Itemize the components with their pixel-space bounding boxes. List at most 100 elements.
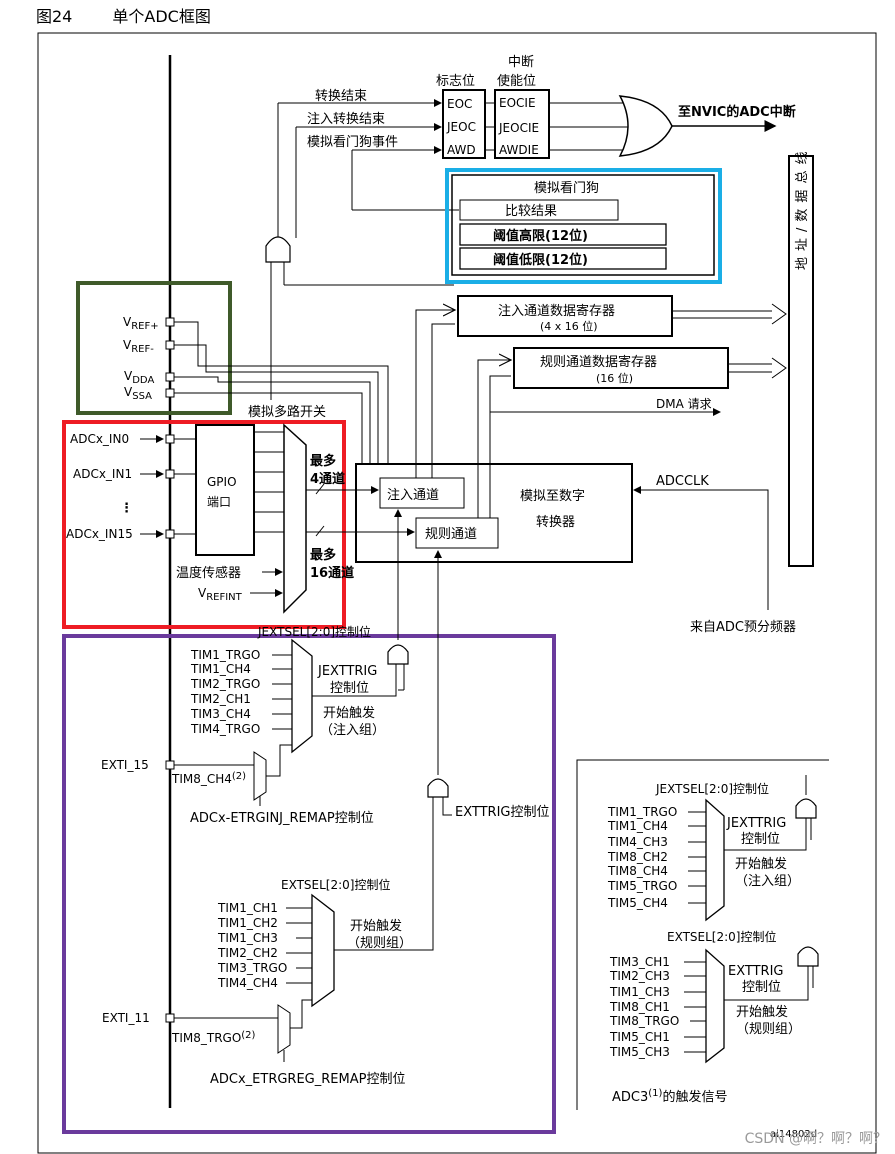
watchdog-box (451, 174, 715, 276)
flag-register-box (442, 89, 486, 159)
highlight-power-pins (76, 281, 232, 415)
exti15-label: EXTI_15 (101, 758, 149, 772)
svg-text:TIM1_CH4: TIM1_CH4 (190, 662, 251, 676)
max4-label-2: 4通道 (310, 471, 345, 487)
max16-label-2: 16通道 (310, 565, 354, 581)
exttrig-label: EXTTRIG控制位 (455, 805, 550, 820)
svg-text:TIM5_CH1: TIM5_CH1 (609, 1030, 670, 1044)
svg-text:TIM1_CH2: TIM1_CH2 (217, 916, 278, 930)
label-awd-event: 模拟看门狗事件 (307, 134, 398, 150)
compare-result-box (459, 199, 619, 221)
temp-sensor-label: 温度传感器 (176, 565, 241, 581)
svg-text:TIM5_CH3: TIM5_CH3 (609, 1045, 670, 1059)
reg-start-label-2: （规则组） (347, 936, 412, 951)
adc3-exttrig-1: EXTTRIG (728, 964, 784, 979)
svg-text:TIM2_CH3: TIM2_CH3 (609, 969, 670, 983)
svg-text:TIM1_CH3: TIM1_CH3 (217, 931, 278, 945)
pin-in0 (165, 434, 175, 444)
gpio-label-1: GPIO (207, 475, 237, 489)
reg-remap-label: ADCx_ETRGREG_REMAP控制位 (210, 1072, 405, 1087)
highlight-watchdog (445, 168, 722, 284)
svg-text:TIM4_TRGO: TIM4_TRGO (190, 722, 260, 736)
adc3-reg-start-2: （规则组） (736, 1022, 801, 1037)
threshold-low-box (459, 247, 667, 270)
highlight-triggers (62, 634, 556, 1134)
svg-text:TIM3_CH1: TIM3_CH1 (609, 955, 670, 969)
max16-label-1: 最多 (310, 547, 336, 563)
watchdog-title: 模拟看门狗 (534, 180, 599, 196)
injected-register-size: (4 x 16 位) (540, 319, 598, 333)
threshold-high-label: 阈值高限(12位) (493, 228, 588, 244)
svg-text:TIM1_CH4: TIM1_CH4 (607, 819, 668, 833)
reg-and-gate-icon (427, 778, 449, 798)
address-data-bus (788, 155, 814, 567)
injected-channel-box (379, 477, 465, 509)
svg-text:TIM4_CH4: TIM4_CH4 (217, 976, 278, 990)
interrupt-header-line2: 使能位 (497, 73, 536, 89)
adc-converter-box (355, 463, 633, 563)
converter-title-2: 转换器 (536, 515, 575, 530)
analog-mux-title: 模拟多路开关 (248, 404, 326, 420)
adc3-jexttrig-1: JEXTTRIG (726, 816, 786, 831)
reg-trigger-sources: TIM1_CH1 TIM1_CH2 TIM1_CH3 TIM2_CH2 TIM3… (217, 901, 287, 990)
svg-text:TIM1_CH1: TIM1_CH1 (217, 901, 278, 915)
int-eocie: EOCIE (499, 96, 536, 110)
pin-vref-plus (165, 317, 175, 327)
svg-text:TIM1_CH3: TIM1_CH3 (609, 985, 670, 999)
adc3-jexttrig-2: 控制位 (741, 832, 780, 847)
watermark: CSDN @啊？啊？啊？ (744, 1131, 887, 1147)
adc3-inj-start-1: 开始触发 (735, 856, 787, 872)
adc3-inj-start-2: （注入组） (735, 874, 800, 889)
figure-number: 图24 (36, 7, 73, 26)
gpio-label-2: 端口 (207, 495, 231, 509)
jexttrig-label-2: 控制位 (330, 681, 369, 696)
max4-label-1: 最多 (310, 453, 336, 469)
nvic-output-label: 至NVIC的ADC中断 (678, 104, 796, 120)
highlight-analog-inputs (62, 420, 346, 629)
adc3-reg-mux (705, 948, 725, 1064)
adc3-reg-start-1: 开始触发 (736, 1004, 788, 1020)
flag-eoc: EOC (447, 97, 472, 111)
svg-text:TIM3_CH4: TIM3_CH4 (190, 707, 251, 721)
svg-text:VREF-: VREF- (123, 338, 154, 355)
adc3-inj-sources: TIM1_TRGO TIM1_CH4 TIM4_CH3 TIM8_CH2 TIM… (607, 805, 677, 910)
int-awdie: AWDIE (499, 143, 539, 157)
svg-text:TIM8_CH4: TIM8_CH4 (607, 864, 668, 878)
int-jeocie: JEOCIE (498, 121, 539, 135)
inj-start-label-2: （注入组） (320, 723, 385, 738)
bus-label: 地址/数据总线 (795, 152, 810, 270)
converter-title-1: 模拟至数字 (520, 489, 585, 504)
regular-data-register (513, 347, 729, 389)
svg-text:TIM8_CH1: TIM8_CH1 (609, 1000, 670, 1014)
adc3-jextsel-label: JEXTSEL[2:0]控制位 (655, 781, 769, 796)
regular-channel-label: 规则通道 (425, 527, 477, 542)
pin-exti11 (165, 1013, 175, 1023)
pin-exti15 (165, 760, 175, 770)
pin-in15 (165, 529, 175, 539)
svg-text:TIM1_TRGO: TIM1_TRGO (190, 648, 260, 662)
svg-text:VDDA: VDDA (124, 369, 154, 386)
vrefint-label: VREFINT (198, 586, 243, 603)
pin-vref-minus (165, 340, 175, 350)
svg-text:TIM4_CH3: TIM4_CH3 (607, 835, 668, 849)
tim8-trgo-label: TIM8_TRGO(2) (171, 1030, 256, 1045)
adcclk-label: ADCCLK (656, 474, 709, 489)
svg-text:TIM5_CH4: TIM5_CH4 (607, 896, 668, 910)
dma-request-label: DMA 请求 (656, 397, 712, 411)
pin-in1 (165, 469, 175, 479)
gpio-port-box (195, 424, 255, 556)
tim8-ch4-label: TIM8_CH4(2) (171, 771, 246, 786)
adc3-panel-frame (576, 759, 829, 1110)
svg-text:TIM2_CH2: TIM2_CH2 (217, 946, 278, 960)
analog-mux (283, 423, 307, 614)
inj-trigger-sources: TIM1_TRGO TIM1_CH4 TIM2_TRGO TIM2_CH1 TI… (190, 648, 260, 736)
power-pins: VREF+ VREF- VDDA VSSA (123, 315, 159, 402)
svg-text:TIM8_CH2: TIM8_CH2 (607, 850, 668, 864)
figure-caption: 单个ADC框图 (112, 7, 211, 26)
reg-start-label-1: 开始触发 (350, 918, 402, 934)
svg-text:TIM3_TRGO: TIM3_TRGO (217, 961, 287, 975)
inj-remap-mux (253, 751, 267, 801)
regular-register-size: (16 位) (596, 371, 633, 385)
injected-register-label: 注入通道数据寄存器 (498, 303, 615, 319)
